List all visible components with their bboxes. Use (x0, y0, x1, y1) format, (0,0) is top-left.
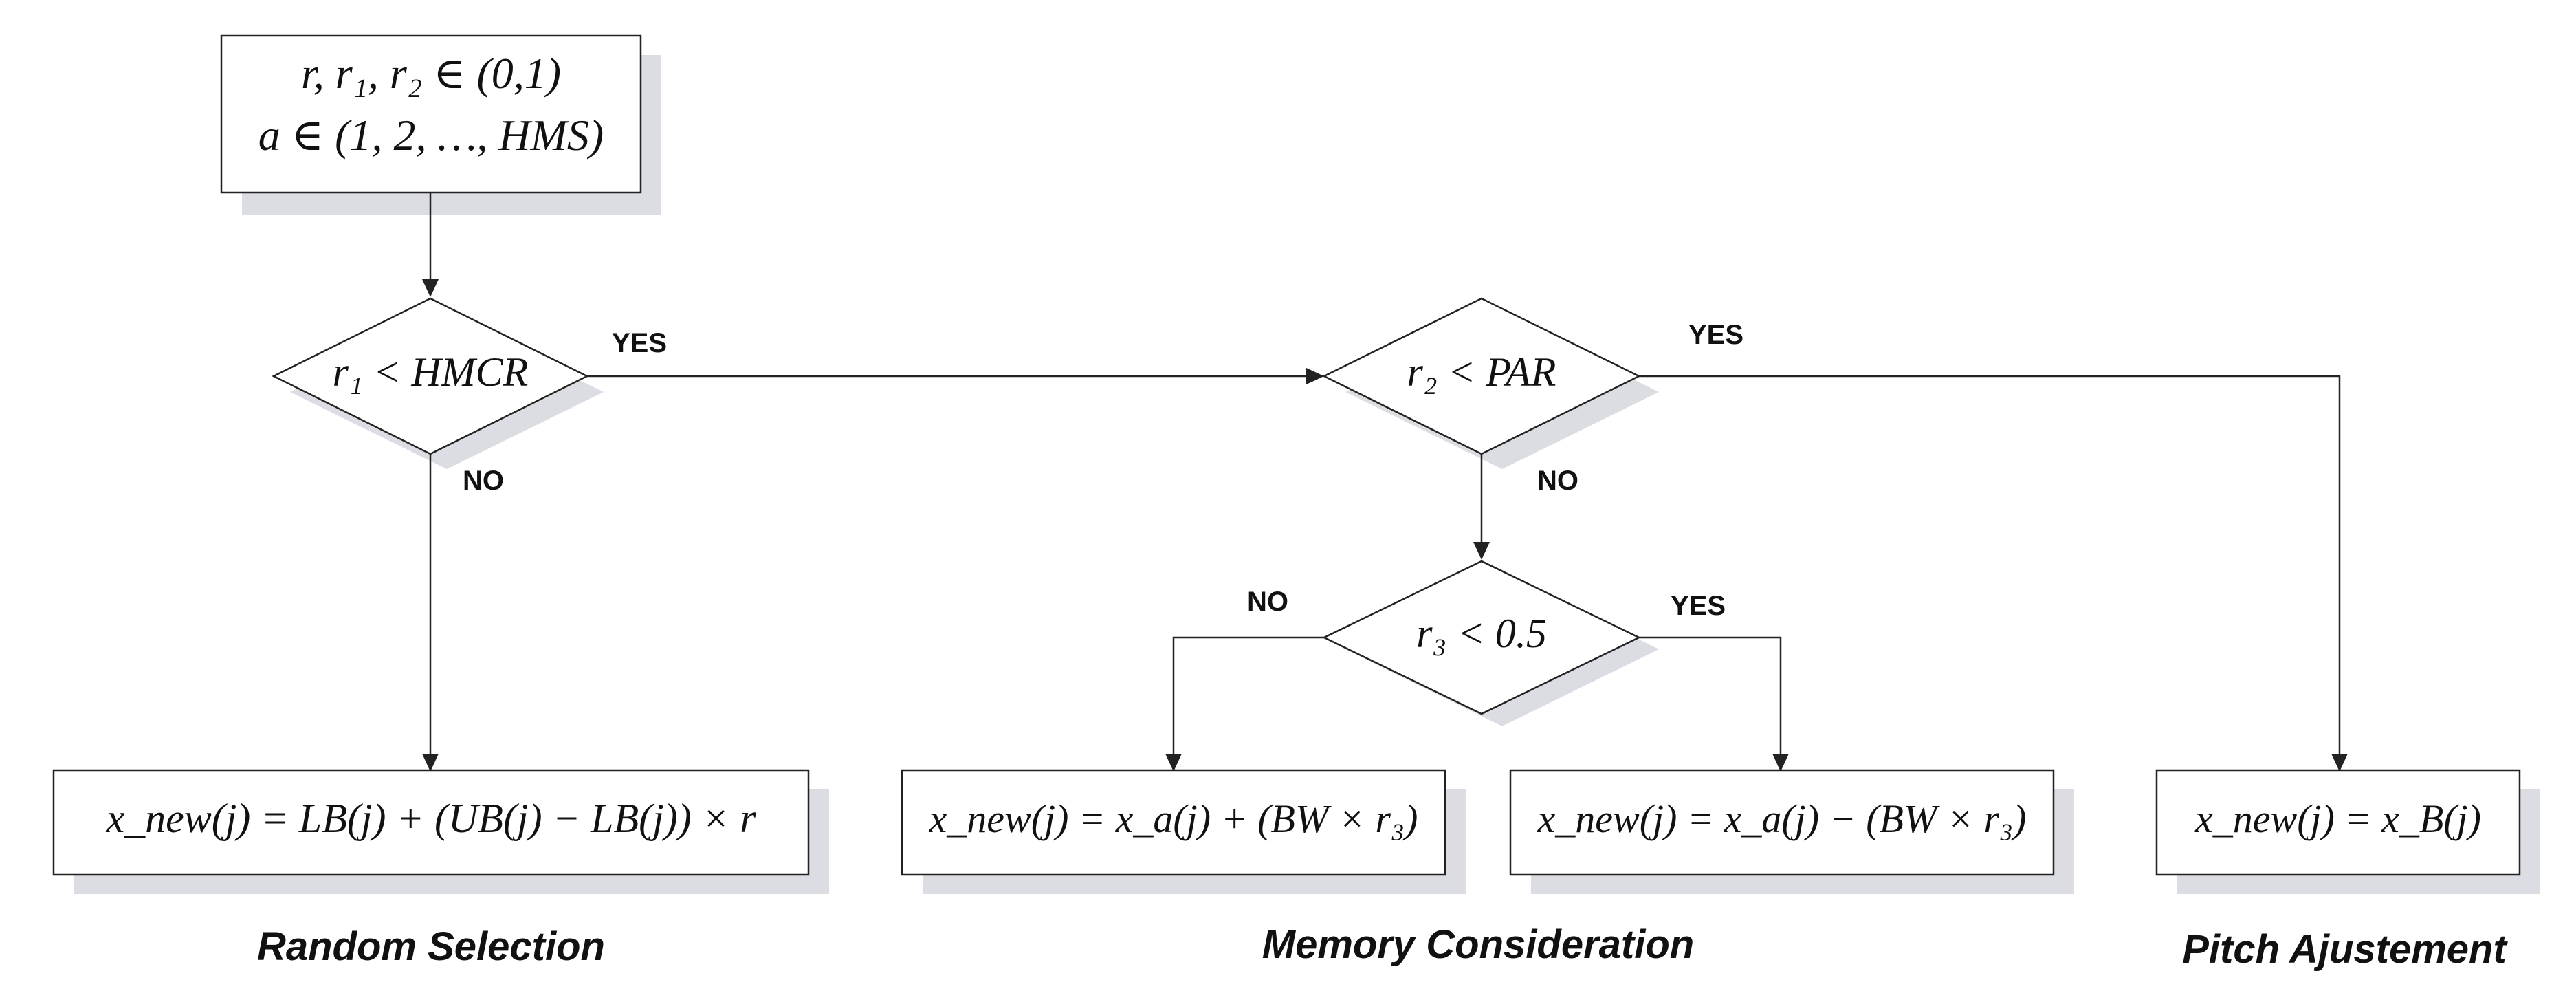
output-random-box (52, 769, 810, 876)
caption-memory-consideration: Memory Consideration (1262, 922, 1694, 967)
output-memory-minus: x_new(j) = x_a(j) − (BW × r₃) (1509, 769, 2055, 876)
decision-par: r₂ < PAR (1322, 297, 1641, 455)
label-r3-yes: YES (1671, 591, 1726, 621)
arrowhead (1306, 368, 1324, 384)
output-pitch-box (2155, 769, 2521, 876)
output-pitch-formula: x_new(j) = x_B(j) (2194, 796, 2481, 841)
output-memory-minus-box (1509, 769, 2055, 876)
arrowhead (2331, 754, 2348, 772)
decision-r3: r₃ < 0.5 (1322, 560, 1641, 715)
label-par-yes: YES (1688, 320, 1743, 350)
init-line-1: r, r₁, r₂ ∈ (0,1) (301, 49, 561, 98)
caption-pitch-adjustment: Pitch Ajustement (2182, 927, 2508, 972)
arrowhead (1772, 754, 1789, 772)
output-memory-minus-formula: x_new(j) = x_a(j) − (BW × r₃) (1537, 796, 2027, 841)
output-memory-plus-box (901, 769, 1446, 876)
output-random-formula: x_new(j) = LB(j) + (UB(j) − LB(j)) × r (105, 796, 756, 841)
label-par-no: NO (1537, 466, 1578, 496)
decision-r3-text: r₃ < 0.5 (1416, 611, 1547, 656)
init-line-2: a ∈ (1, 2, …, HMS) (258, 111, 604, 160)
edge-r3-yes-to-memory-minus (1639, 636, 1782, 755)
init-box (220, 34, 642, 194)
arrowhead (1473, 542, 1490, 560)
caption-random-selection: Random Selection (257, 924, 605, 969)
output-memory-plus: x_new(j) = x_a(j) + (BW × r₃) (901, 769, 1446, 876)
decision-par-text: r₂ < PAR (1407, 349, 1556, 395)
captions: Random Selection Memory Consideration Pi… (257, 922, 2508, 972)
init-node: r, r₁, r₂ ∈ (0,1) a ∈ (1, 2, …, HMS) (220, 34, 642, 194)
output-random: x_new(j) = LB(j) + (UB(j) − LB(j)) × r (52, 769, 810, 876)
output-pitch: x_new(j) = x_B(j) (2155, 769, 2521, 876)
arrowhead (422, 279, 439, 297)
label-hmcr-yes: YES (612, 328, 667, 358)
branch-labels: YES NO YES NO NO YES (463, 320, 1743, 621)
decision-hmcr-text: r₁ < HMCR (333, 349, 529, 395)
label-hmcr-no: NO (463, 466, 504, 496)
decision-r3-diamond (1322, 560, 1641, 715)
output-memory-plus-formula: x_new(j) = x_a(j) + (BW × r₃) (929, 796, 1418, 841)
edge-par-yes-to-pitch (1639, 375, 2341, 755)
connectors (422, 193, 2348, 772)
decision-hmcr: r₁ < HMCR (272, 297, 589, 455)
edge-r3-no-to-memory-plus (1172, 636, 1324, 755)
decision-par-diamond (1322, 297, 1641, 455)
label-r3-no: NO (1247, 587, 1288, 617)
arrowhead (1165, 754, 1182, 772)
arrowhead (422, 754, 439, 772)
decision-hmcr-diamond (272, 297, 589, 455)
